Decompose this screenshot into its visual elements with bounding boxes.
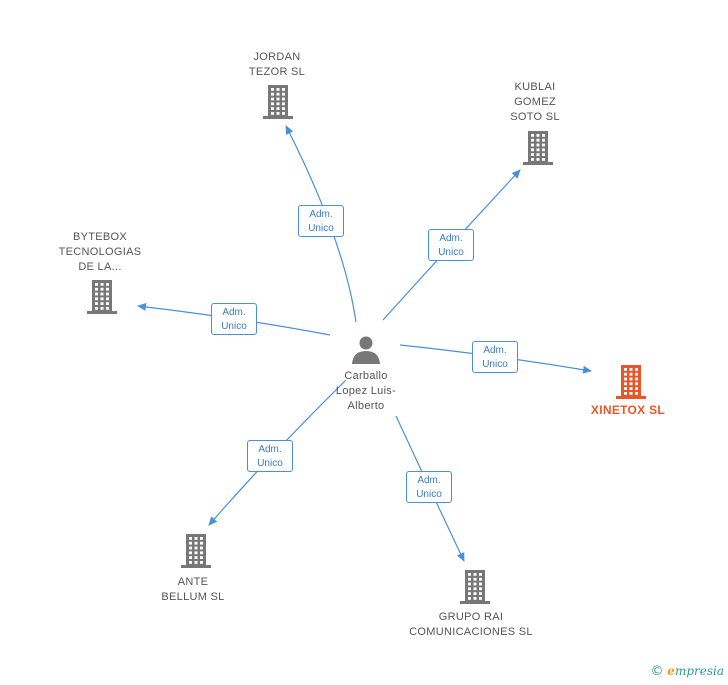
company-label-line: GRUPO RAI xyxy=(438,611,504,623)
brand-initial: e xyxy=(667,664,675,678)
role-badge-jordan[interactable]: Adm. Unico xyxy=(298,205,344,237)
person-name-line: Alberto xyxy=(347,400,385,412)
company-label-xinetox[interactable]: XINETOX SL xyxy=(558,403,698,418)
company-label-ante[interactable]: ANTE BELLUM SL xyxy=(123,575,263,605)
role-badge-line1: Adm. xyxy=(417,475,441,486)
company-label-line: GOMEZ xyxy=(514,96,556,108)
person-icon[interactable] xyxy=(352,336,380,365)
person-name-line: Lopez Luis- xyxy=(335,385,397,397)
company-label-line: KUBLAI xyxy=(514,81,556,93)
role-badge-line1: Adm. xyxy=(222,307,246,318)
role-badge-line2: Unico xyxy=(416,489,442,500)
company-label-line: TECNOLOGIAS xyxy=(58,246,142,258)
company-label-kublai[interactable]: KUBLAI GOMEZ SOTO SL xyxy=(465,80,605,125)
role-badge-line2: Unico xyxy=(221,321,247,332)
building-icon-kublai[interactable] xyxy=(523,131,553,165)
company-label-line: BELLUM SL xyxy=(161,591,225,603)
role-badge-line1: Adm. xyxy=(483,345,507,356)
role-badge-line2: Unico xyxy=(257,458,283,469)
building-icon-xinetox[interactable] xyxy=(616,365,646,399)
role-badge-xinetox[interactable]: Adm. Unico xyxy=(472,341,518,373)
company-label-bytebox[interactable]: BYTEBOX TECNOLOGIAS DE LA... xyxy=(30,230,170,275)
company-label-line: ANTE xyxy=(177,576,209,588)
role-badge-line1: Adm. xyxy=(439,233,463,244)
company-label-jordan[interactable]: JORDAN TEZOR SL xyxy=(207,50,347,80)
company-label-line: TEZOR SL xyxy=(248,66,306,78)
copyright-footer: © empresia xyxy=(650,664,724,679)
role-badge-line1: Adm. xyxy=(309,209,333,220)
company-label-line: SOTO SL xyxy=(510,111,560,123)
building-icon-jordan[interactable] xyxy=(263,85,293,119)
role-badge-grupo[interactable]: Adm. Unico xyxy=(406,471,452,503)
role-badge-bytebox[interactable]: Adm. Unico xyxy=(211,303,257,335)
person-name-line: Carballo xyxy=(344,370,388,382)
company-label-grupo[interactable]: GRUPO RAI COMUNICACIONES SL xyxy=(401,610,541,640)
building-icon-bytebox[interactable] xyxy=(87,280,117,314)
company-label-line: BYTEBOX xyxy=(72,231,128,243)
brand-name: mpresia xyxy=(674,664,724,678)
role-badge-ante[interactable]: Adm. Unico xyxy=(247,440,293,472)
copyright-symbol: © xyxy=(650,664,664,679)
role-badge-line2: Unico xyxy=(482,359,508,370)
building-icon-grupo[interactable] xyxy=(460,570,490,604)
icons xyxy=(87,85,646,604)
company-label-line: COMUNICACIONES SL xyxy=(409,626,533,638)
company-label-line: DE LA... xyxy=(78,261,122,273)
building-icon-ante[interactable] xyxy=(181,534,211,568)
company-label-line: XINETOX SL xyxy=(590,403,666,417)
role-badge-kublai[interactable]: Adm. Unico xyxy=(428,229,474,261)
company-label-line: JORDAN xyxy=(253,51,301,63)
role-badge-line2: Unico xyxy=(308,223,334,234)
role-badge-line1: Adm. xyxy=(258,444,282,455)
role-badge-line2: Unico xyxy=(438,247,464,258)
